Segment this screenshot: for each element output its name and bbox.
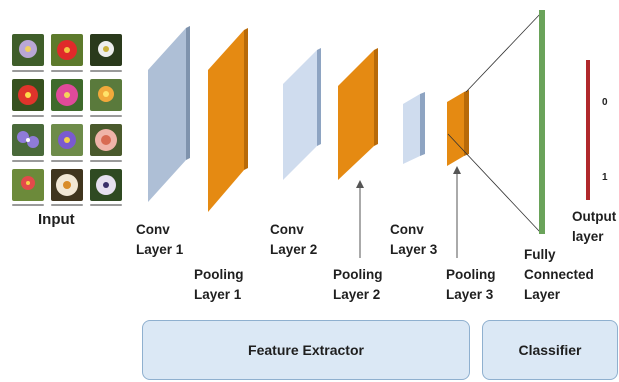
pooling-3-pointer-arrowhead <box>453 166 461 174</box>
pooling-layer-3-label-line1: Pooling <box>446 267 496 282</box>
conv-layer-1-top <box>148 26 190 70</box>
conv-layer-1-label-line1: Conv <box>136 222 170 237</box>
pooling-layer-3-block <box>447 90 469 166</box>
pooling-2-pointer-arrowhead <box>356 180 364 188</box>
fully-connected-bar <box>539 10 545 234</box>
thumb-svg-12 <box>90 169 122 201</box>
fully-connected-label-line1: Fully <box>524 247 556 262</box>
conv-layer-3-label-line1: Conv <box>390 222 424 237</box>
conv-layer-3-label-line2: Layer 3 <box>390 242 438 257</box>
thumb-caption-2 <box>51 70 83 72</box>
pooling-layer-1-label: Pooling Layer 1 <box>194 265 244 305</box>
pooling-layer-2-label-line2: Layer 2 <box>333 287 381 302</box>
thumb-svg-9 <box>90 124 122 156</box>
conv-layer-1-block <box>148 26 190 202</box>
flower-pansy-icon <box>90 169 122 201</box>
flower-protea-icon <box>90 124 122 156</box>
conv-layer-1-front <box>148 28 186 202</box>
thumb-caption-7 <box>12 160 44 162</box>
pooling-layer-1-front <box>208 30 244 212</box>
flower-red-small-icon <box>12 169 44 201</box>
pooling-layer-3-label-line2: Layer 3 <box>446 287 494 302</box>
thumb-caption-8 <box>51 160 83 162</box>
thumb-svg-4 <box>12 79 44 111</box>
pooling-layer-1-block <box>208 28 248 212</box>
thumb-svg-7 <box>12 124 44 156</box>
flower-cream-icon <box>51 169 83 201</box>
feature-extractor-box: Feature Extractor <box>142 320 470 380</box>
thumb-caption-11 <box>51 204 83 206</box>
fully-connected-label-line3: Layer <box>524 287 561 302</box>
conv-layer-2-block <box>283 48 321 180</box>
thumb-caption-5 <box>51 115 83 117</box>
thumb-svg-5 <box>51 79 83 111</box>
output-layer-label: Output layer <box>572 207 616 247</box>
output-layer-label-line1: Output <box>572 209 617 224</box>
pooling-layer-3-front <box>447 92 464 166</box>
fc-connection-line-top <box>465 11 543 93</box>
thumb-svg-10 <box>12 169 44 201</box>
pooling-layer-2-side <box>374 48 378 146</box>
thumb-caption-4 <box>12 115 44 117</box>
input-label: Input <box>38 211 75 228</box>
thumb-svg-2 <box>51 34 83 66</box>
classifier-label: Classifier <box>518 342 582 358</box>
conv-layer-2-front <box>283 50 317 180</box>
conv-layer-2-label-line1: Conv <box>270 222 304 237</box>
conv-layer-1-label-line2: Layer 1 <box>136 242 184 257</box>
thumb-caption-3 <box>90 70 122 72</box>
flower-iris-icon <box>51 124 83 156</box>
conv-layer-3-label: Conv Layer 3 <box>390 220 437 260</box>
conv-layer-3-block <box>403 92 425 164</box>
pooling-layer-2-front <box>338 50 374 180</box>
pooling-layer-2-label: Pooling Layer 2 <box>333 265 383 305</box>
thumb-caption-6 <box>90 115 122 117</box>
pooling-layer-2-block <box>338 48 378 180</box>
output-layer-label-line2: layer <box>572 229 604 244</box>
thumb-caption-1 <box>12 70 44 72</box>
pooling-layer-3-side <box>464 90 469 156</box>
conv-layer-2-label-line2: Layer 2 <box>270 242 318 257</box>
pooling-layer-1-label-line2: Layer 1 <box>194 287 242 302</box>
feature-extractor-label: Feature Extractor <box>248 342 364 358</box>
thumb-caption-12 <box>90 204 122 206</box>
thumb-svg-8 <box>51 124 83 156</box>
output-layer-bar <box>586 60 590 200</box>
fully-connected-layer-label: Fully Connected Layer <box>524 245 594 305</box>
thumb-svg-1 <box>12 34 44 66</box>
flower-white-icon <box>90 34 122 66</box>
pooling-layer-1-label-line1: Pooling <box>194 267 244 282</box>
flower-pink-icon <box>51 79 83 111</box>
pooling-layer-2-label-line1: Pooling <box>333 267 383 282</box>
output-value-1: 1 <box>602 172 608 183</box>
flower-red-orange-icon <box>12 79 44 111</box>
pooling-layer-1-side <box>244 28 248 170</box>
thumb-svg-11 <box>51 169 83 201</box>
conv-layer-1-label: Conv Layer 1 <box>136 220 183 260</box>
conv-layer-1-side <box>186 26 190 160</box>
flower-purple-icon <box>12 34 44 66</box>
flower-violet-icon <box>12 124 44 156</box>
input-image-grid <box>12 34 122 206</box>
thumb-svg-6 <box>90 79 122 111</box>
conv-layer-3-front <box>403 94 420 164</box>
flower-orange-icon <box>90 79 122 111</box>
pooling-layer-3-label: Pooling Layer 3 <box>446 265 496 305</box>
fully-connected-label-line2: Connected <box>524 267 594 282</box>
fc-connection-line-bottom <box>447 133 541 233</box>
conv-layer-2-label: Conv Layer 2 <box>270 220 317 260</box>
output-value-0: 0 <box>602 97 608 108</box>
conv-layer-3-side <box>420 92 425 156</box>
classifier-box: Classifier <box>482 320 618 380</box>
thumb-caption-10 <box>12 204 44 206</box>
conv-layer-2-side <box>317 48 321 146</box>
thumb-caption-9 <box>90 160 122 162</box>
flower-red-icon <box>51 34 83 66</box>
thumb-svg-3 <box>90 34 122 66</box>
